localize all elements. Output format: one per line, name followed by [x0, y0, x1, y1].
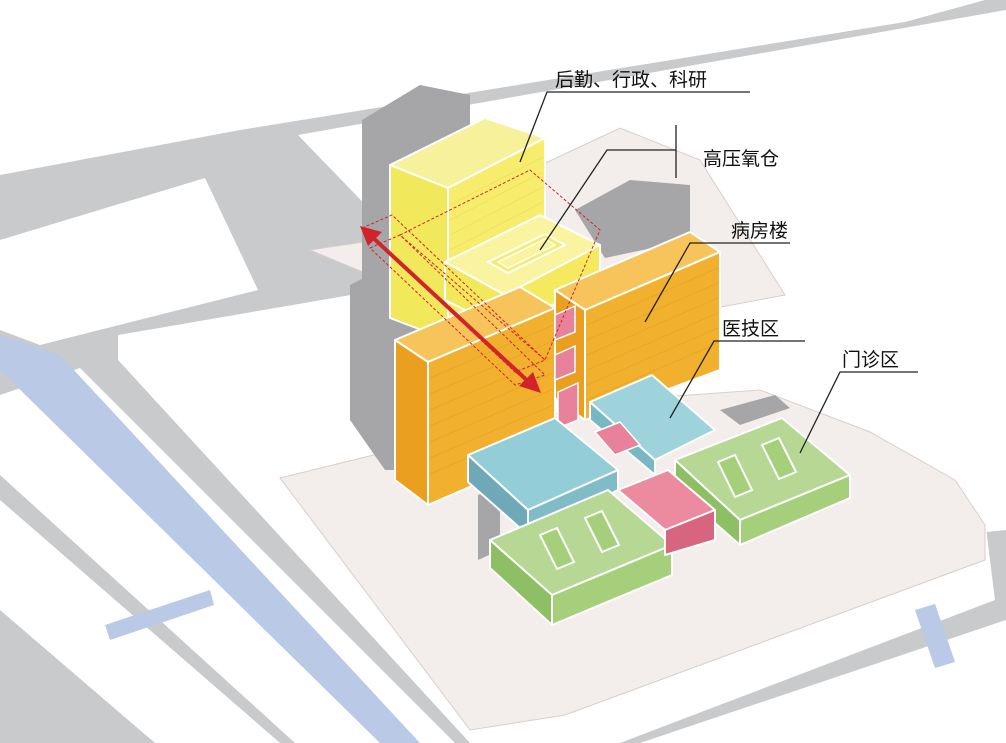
label-ward: 病房楼: [731, 220, 788, 242]
label-oxygen-group: 高压氧仓: [539, 125, 779, 251]
outpatient-building-west: [489, 489, 673, 626]
ward-east-stripes: [586, 267, 719, 401]
label-logistics-group: 后勤、行政、科研: [519, 69, 750, 163]
label-medtech-group: 医技区: [669, 318, 805, 419]
water-channel: [0, 335, 955, 743]
label-outpatient: 门诊区: [842, 349, 899, 371]
label-oxygen: 高压氧仓: [703, 148, 779, 170]
outpatient-east-slots: [716, 436, 798, 499]
oxygen-chamber-slot: [485, 232, 568, 275]
label-logistics: 后勤、行政、科研: [555, 69, 707, 91]
outpatient-connector: [617, 469, 716, 556]
label-ward-group: 病房楼: [644, 220, 790, 323]
outpatient-west-slots: [538, 509, 621, 571]
medtech-connector: [593, 421, 642, 456]
label-outpatient-group: 门诊区: [799, 349, 918, 454]
label-medtech: 医技区: [722, 318, 779, 340]
ward-connector: [554, 304, 579, 430]
connection-arrow: [360, 226, 541, 393]
